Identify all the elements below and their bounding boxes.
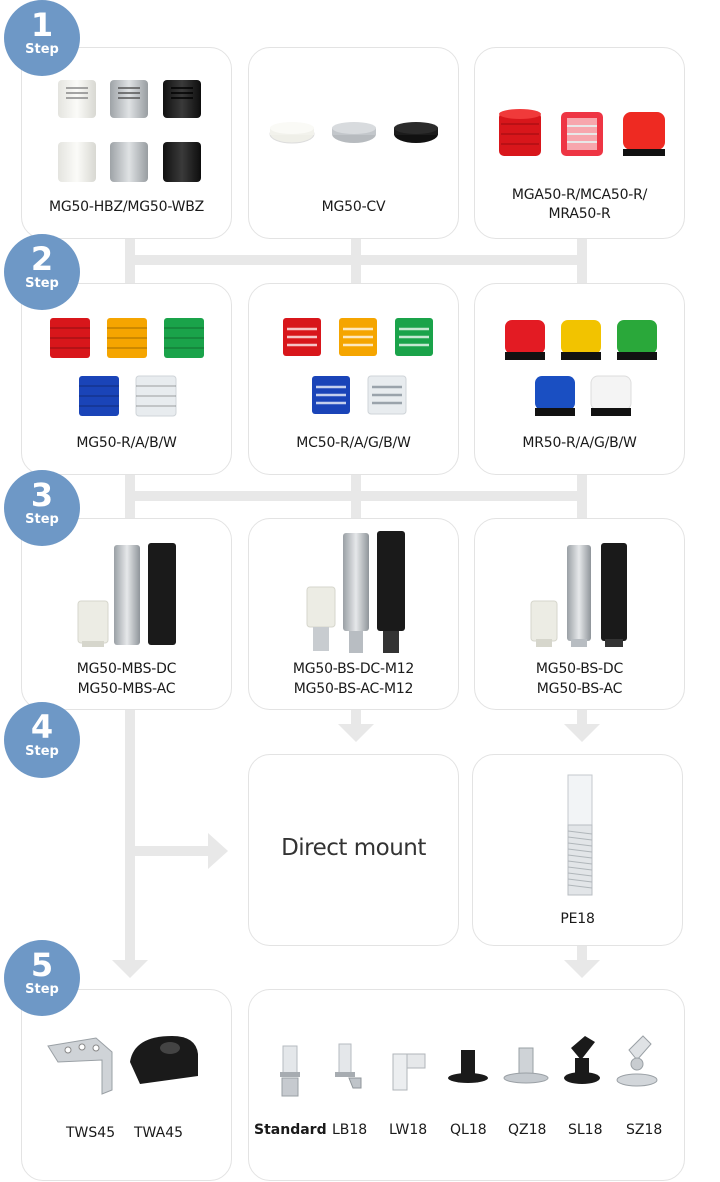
product-label: MG50-R/A/B/W <box>76 435 177 451</box>
card-mg50-hbz[interactable]: MG50-HBZ/MG50-WBZ <box>21 47 232 239</box>
product-label: LW18 <box>389 1122 428 1138</box>
card-mr50-r[interactable]: MR50-R/A/G/B/W <box>474 283 685 475</box>
product-label: MR50-R/A/G/B/W <box>522 435 637 451</box>
card-mg50-bs[interactable]: MG50-BS-DC MG50-BS-AC <box>474 518 685 710</box>
product-label: MG50-BS-AC <box>536 681 623 697</box>
led-units-image <box>283 318 433 415</box>
product-label: MG50-BS-DC <box>535 661 624 677</box>
connector-line <box>351 710 361 724</box>
arrow-down <box>564 960 600 978</box>
product-label: MG50-BS-DC-M12 <box>292 661 415 677</box>
card-mg50-r[interactable]: MG50-R/A/B/W <box>21 283 232 475</box>
arrow-down <box>564 724 600 742</box>
arrow-down <box>112 960 148 978</box>
connector-line <box>577 946 587 960</box>
product-label: Standard <box>254 1122 327 1138</box>
product-label: PE18 <box>560 911 595 927</box>
card-mga50[interactable]: MGA50-R/MCA50-R/ MRA50-R <box>474 47 685 239</box>
arrow-down <box>338 724 374 742</box>
product-label: SL18 <box>568 1122 603 1138</box>
connector-line <box>577 710 587 724</box>
product-label: QL18 <box>450 1122 487 1138</box>
arrow-right <box>208 833 228 869</box>
cover-caps-image <box>269 122 438 144</box>
product-label: TWS45 <box>66 1125 116 1141</box>
connector-line <box>125 491 587 501</box>
product-label: MGA50-R/MCA50-R/ <box>511 187 648 203</box>
card-mg50-bs-m12[interactable]: MG50-BS-DC-M12 MG50-BS-AC-M12 <box>248 518 459 710</box>
direct-mount-label: Direct mount <box>281 835 426 861</box>
mounts-image <box>280 1035 658 1097</box>
body-units-image <box>77 543 176 647</box>
product-label: MC50-R/A/G/B/W <box>296 435 411 451</box>
card-mg50-mbs[interactable]: MG50-MBS-DC MG50-MBS-AC <box>21 518 232 710</box>
product-label: MG50-HBZ/MG50-WBZ <box>48 199 205 215</box>
product-label: MG50-BS-AC-M12 <box>293 681 414 697</box>
led-units-image <box>50 318 204 417</box>
product-label: SZ18 <box>626 1122 663 1138</box>
rotating-beacons-image <box>499 109 665 156</box>
body-units-image <box>306 531 405 653</box>
product-label: MG50-MBS-DC <box>76 661 177 677</box>
product-label: MRA50-R <box>548 206 611 222</box>
pole-image <box>567 774 593 896</box>
card-direct-mount[interactable]: Direct mount <box>248 754 459 946</box>
product-label: MG50-CV <box>321 199 386 215</box>
buzzer-units-image <box>58 80 201 182</box>
product-label: TWA45 <box>134 1125 184 1141</box>
product-label: MG50-MBS-AC <box>77 681 176 697</box>
card-pe18[interactable]: PE18 <box>472 754 683 946</box>
card-mc50-r[interactable]: MC50-R/A/G/B/W <box>248 283 459 475</box>
connector-line <box>125 710 135 962</box>
brackets-image <box>47 1036 198 1095</box>
connector-line <box>125 255 587 265</box>
led-units-image <box>505 320 657 416</box>
body-units-image <box>530 543 627 647</box>
product-label: LB18 <box>332 1122 368 1138</box>
card-mounts[interactable]: Standard LB18 LW18 QL18 QZ18 SL18 SZ18 <box>248 989 685 1181</box>
product-label: QZ18 <box>508 1122 547 1138</box>
card-brackets[interactable]: TWS45 TWA45 <box>21 989 232 1181</box>
card-mg50-cv[interactable]: MG50-CV <box>248 47 459 239</box>
connector-line <box>135 846 209 856</box>
